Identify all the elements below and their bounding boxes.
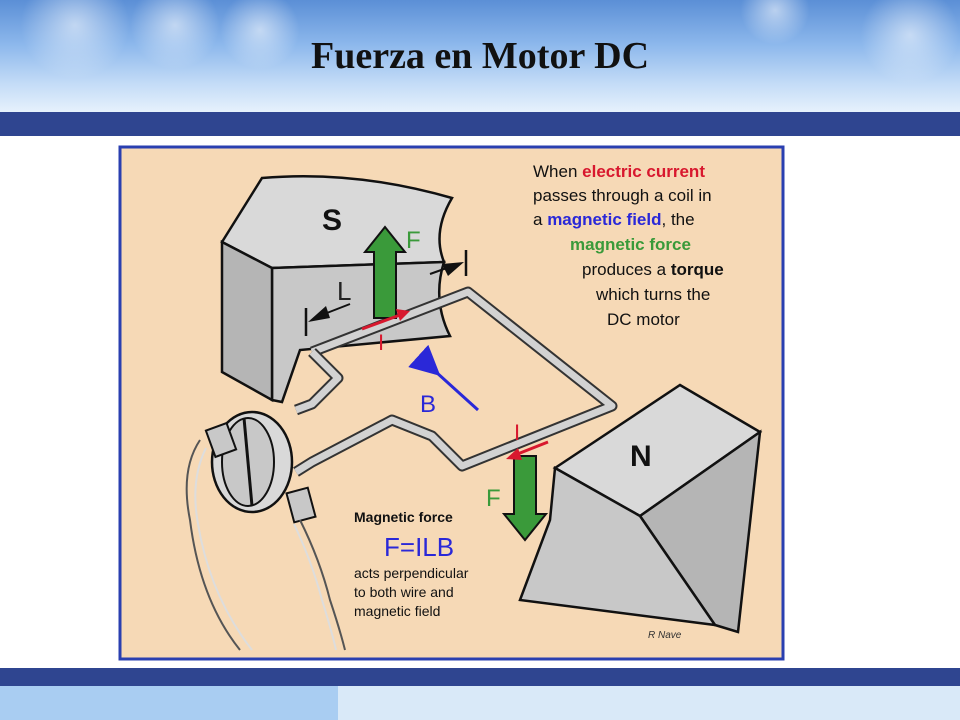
formula-line-1: acts perpendicular bbox=[354, 565, 469, 581]
south-pole-label: S bbox=[322, 204, 342, 237]
length-label: L bbox=[337, 276, 351, 306]
description-line-1: When electric current bbox=[533, 162, 705, 181]
credit-text: R Nave bbox=[648, 630, 682, 641]
current-label-bottom: I bbox=[514, 420, 520, 445]
slide-title: Fuerza en Motor DC bbox=[310, 35, 650, 77]
footer-right-bar bbox=[338, 686, 960, 720]
formula-heading: Magnetic force bbox=[354, 509, 453, 525]
current-arrow-bottom bbox=[506, 440, 549, 460]
header-banner bbox=[0, 0, 960, 112]
footer-left-bar bbox=[0, 686, 338, 720]
formula-line-3: magnetic field bbox=[354, 603, 440, 619]
force-label-bottom: F bbox=[486, 485, 501, 512]
formula-line-2: to both wire and bbox=[354, 584, 454, 600]
formula-text: F=ILB bbox=[384, 532, 454, 562]
formula-block: Magnetic force F=ILB acts perpendicular … bbox=[354, 509, 469, 619]
description-line-2: passes through a coil in bbox=[533, 186, 712, 205]
decor-bubble bbox=[220, 0, 300, 70]
force-label-top: F bbox=[406, 227, 421, 254]
north-magnet bbox=[518, 383, 763, 634]
commutator bbox=[185, 410, 346, 651]
force-arrow-up bbox=[362, 225, 408, 319]
north-pole-label: N bbox=[630, 440, 652, 473]
decor-bubble bbox=[860, 0, 960, 85]
description-line-6: which turns the bbox=[595, 285, 710, 304]
description-text: When electric current passes through a c… bbox=[533, 162, 724, 329]
force-arrow-down bbox=[501, 455, 549, 542]
decor-bubble bbox=[130, 0, 220, 70]
bottom-stripe bbox=[0, 668, 960, 686]
field-label: B bbox=[420, 391, 436, 418]
top-stripe bbox=[0, 112, 960, 136]
description-line-4: magnetic force bbox=[570, 235, 691, 254]
field-arrow bbox=[408, 344, 480, 412]
description-line-7: DC motor bbox=[607, 310, 680, 329]
current-label-top: I bbox=[378, 330, 384, 355]
current-arrow-top bbox=[361, 309, 410, 331]
description-line-3: a magnetic field, the bbox=[533, 210, 695, 229]
length-dimension bbox=[304, 250, 468, 336]
description-line-5: produces a torque bbox=[582, 260, 724, 279]
coil-wire bbox=[293, 286, 618, 477]
